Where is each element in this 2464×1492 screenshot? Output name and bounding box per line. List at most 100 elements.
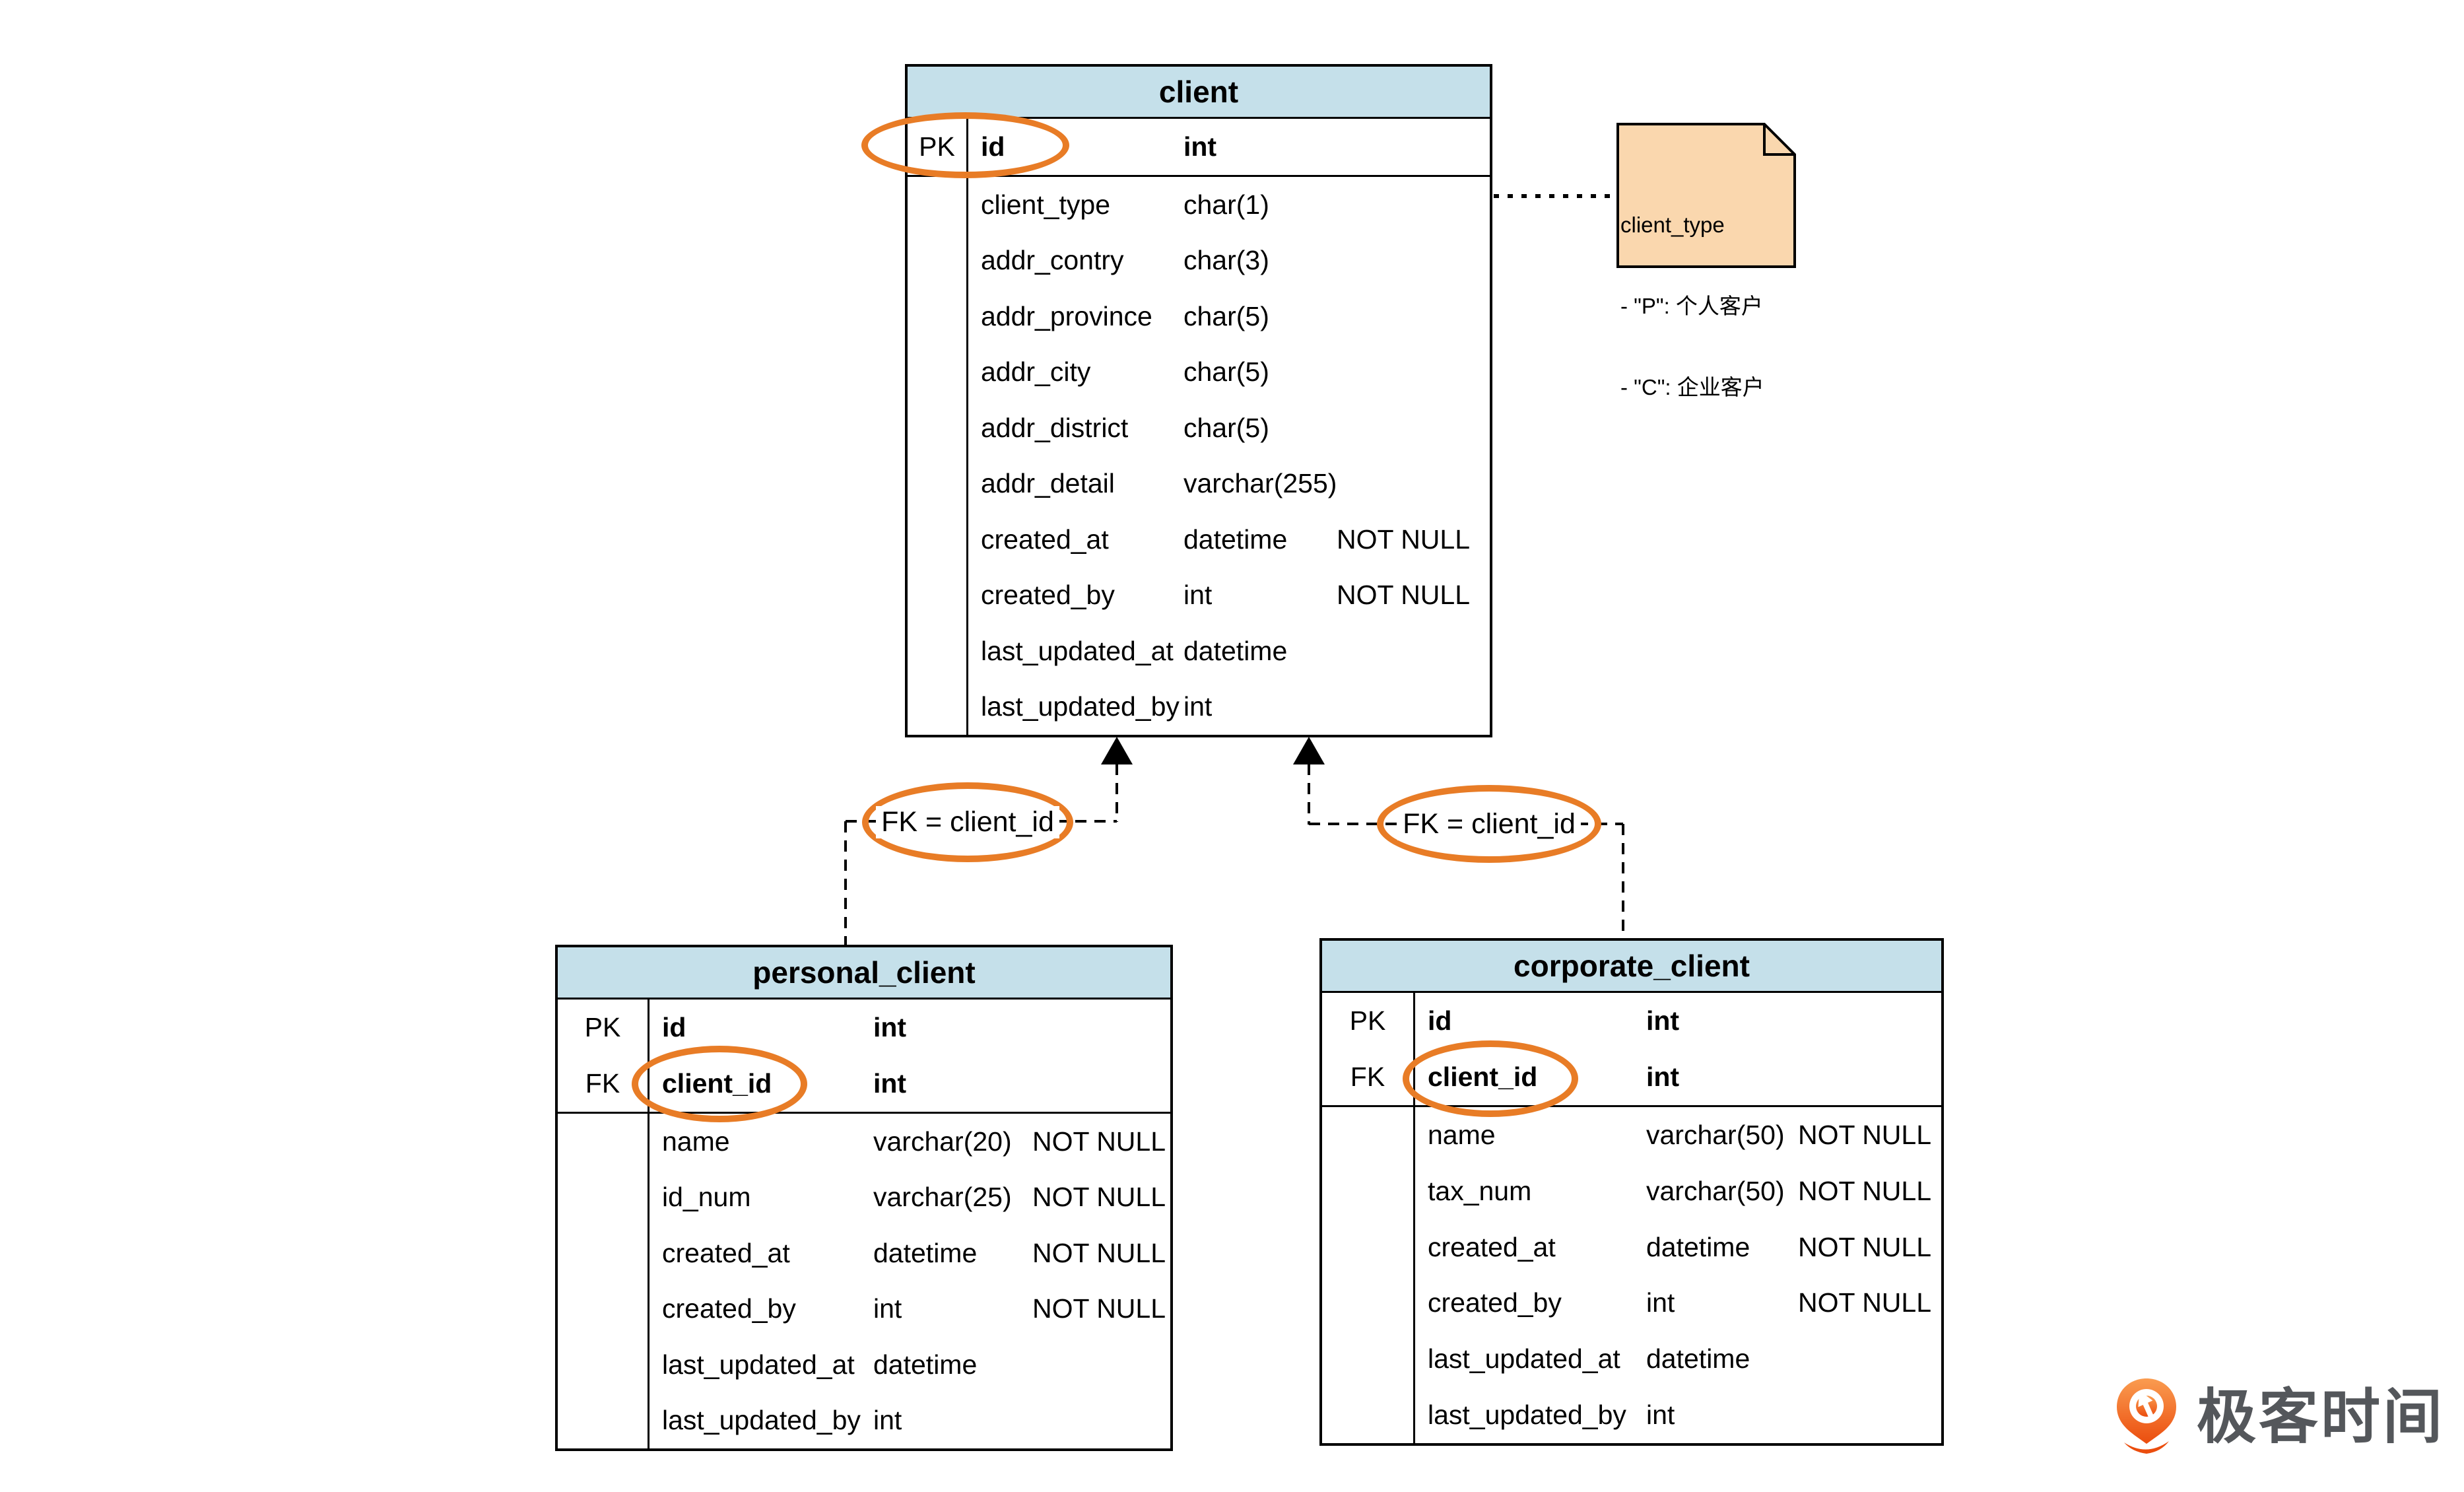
row-column-type: datetime [1183,635,1288,666]
table-client: client PK id int client_ty [905,64,1492,737]
row-column-constraint: NOT NULL [1798,1287,1932,1318]
table-client-title: client [908,67,1490,119]
table-row: name varchar(20) NOT NULL [558,1114,1170,1170]
row-column-type: varchar(50) [1646,1175,1785,1206]
row-column-constraint: NOT NULL [1032,1126,1166,1157]
row-column-type: int [873,1068,907,1099]
row-column-type: char(5) [1183,412,1269,443]
row-key-label: PK [584,1012,621,1042]
row-column-name: created_at [981,524,1109,555]
row-column-type: datetime [1646,1231,1750,1262]
table-row: created_by int NOT NULL [558,1281,1170,1338]
note-text: client_type - "P": 个人客户 - "C": 企业客户 [1620,157,1764,455]
row-column-name: created_at [662,1237,790,1268]
row-column-constraint: NOT NULL [1798,1119,1932,1150]
row-column-name: created_at [1428,1231,1556,1262]
row-column-name: addr_detail [981,468,1115,499]
row-column-type: datetime [873,1349,978,1380]
row-column-name: last_updated_at [662,1349,855,1380]
row-column-name: name [662,1126,730,1157]
highlight-ellipse-client-pk-id [861,112,1069,178]
table-row: created_by int NOT NULL [908,568,1490,624]
row-column-constraint: NOT NULL [1032,1293,1166,1324]
table-row: last_updated_by int [1322,1387,1941,1443]
row-column-name: name [1428,1119,1496,1150]
row-column-name: created_by [662,1293,796,1324]
row-column-name: id_num [662,1182,751,1213]
row-column-name: last_updated_by [662,1405,861,1436]
row-key-label: FK [1350,1062,1385,1092]
table-row: id_num varchar(25) NOT NULL [558,1170,1170,1226]
row-column-name: last_updated_by [1428,1400,1626,1431]
table-row: created_at datetime NOT NULL [908,512,1490,568]
table-row: PK id int [1322,993,1941,1049]
inheritance-arrow-right-icon [1293,737,1325,764]
table-personal-client-attr-rows: name varchar(20) NOT NULL id_num varchar… [558,1114,1170,1448]
table-personal-client-title: personal_client [558,947,1170,1000]
row-column-type: int [873,1012,907,1042]
row-column-type: datetime [873,1237,978,1268]
row-column-type: char(5) [1183,356,1269,388]
connector-corporate-arrow-dash [1308,764,1310,825]
table-row: last_updated_at datetime [908,623,1490,679]
table-row: last_updated_by int [908,679,1490,735]
row-column-type: int [1183,691,1213,722]
table-row: addr_district char(5) [908,400,1490,456]
note-dotted-connector [1494,194,1616,198]
table-client-body: PK id int client_type char(1) [908,119,1490,735]
inheritance-arrow-left-icon [1101,737,1133,764]
row-column-type: int [873,1405,902,1436]
row-column-name: last_updated_at [1428,1343,1620,1374]
fk-label-ellipse-right: FK = client_id [1377,785,1601,863]
note-line-3: - "C": 企业客户 [1620,375,1764,399]
fk-label-left: FK = client_id [876,806,1059,838]
geektime-logo-text: 极客时间 [2197,1384,2445,1450]
table-row: last_updated_at datetime [558,1337,1170,1393]
row-column-type: int [1646,1005,1680,1036]
row-column-constraint: NOT NULL [1032,1237,1166,1268]
fk-label-right: FK = client_id [1397,807,1581,840]
row-column-type: int [873,1293,902,1324]
row-column-constraint: NOT NULL [1337,524,1471,555]
row-column-type: int [1646,1062,1680,1092]
row-column-name: addr_district [981,412,1129,443]
row-column-name: addr_city [981,356,1091,388]
row-column-name: last_updated_by [981,691,1180,722]
row-column-name: tax_num [1428,1175,1532,1206]
table-row: created_at datetime NOT NULL [558,1225,1170,1281]
table-client-attr-rows: client_type char(1) addr_contry char(3) [908,177,1490,735]
connector-personal-vertical-dash [844,821,847,945]
table-personal-client: personal_client PK id int FK client_id [555,945,1173,1451]
row-column-type: varchar(255) [1183,468,1337,499]
table-row: created_by int NOT NULL [1322,1275,1941,1331]
row-column-type: int [1646,1287,1675,1318]
connector-personal-arrow-dash [1115,764,1118,822]
table-row: tax_num varchar(50) NOT NULL [1322,1163,1941,1219]
row-column-type: char(5) [1183,300,1269,331]
note-line-2: - "P": 个人客户 [1620,294,1763,318]
row-column-constraint: NOT NULL [1337,580,1471,611]
note-line-1: client_type [1620,213,1725,237]
row-column-constraint: NOT NULL [1798,1175,1932,1206]
row-column-type: int [1183,131,1217,162]
row-column-constraint: NOT NULL [1798,1231,1932,1262]
geektime-logo: 极客时间 [2115,1377,2445,1456]
table-corporate-client-body: PK id int FK client_id int [1322,993,1941,1443]
highlight-ellipse-personal-client-id [632,1046,807,1122]
row-column-name: addr_contry [981,245,1124,276]
row-column-name: created_by [981,580,1115,611]
key-column-divider [966,119,968,735]
row-column-type: varchar(25) [873,1182,1012,1213]
row-column-type: datetime [1646,1343,1750,1374]
row-column-type: char(3) [1183,245,1269,276]
row-column-type: char(1) [1183,189,1269,220]
table-row: created_at datetime NOT NULL [1322,1219,1941,1275]
highlight-ellipse-corporate-client-id [1403,1040,1578,1117]
row-column-type: varchar(20) [873,1126,1012,1157]
table-row: addr_city char(5) [908,345,1490,401]
table-row: name varchar(50) NOT NULL [1322,1107,1941,1163]
key-column-divider [1413,993,1415,1443]
row-column-name: created_by [1428,1287,1562,1318]
connector-corporate-vertical-dash [1622,824,1624,938]
note-shape [1616,123,1796,268]
